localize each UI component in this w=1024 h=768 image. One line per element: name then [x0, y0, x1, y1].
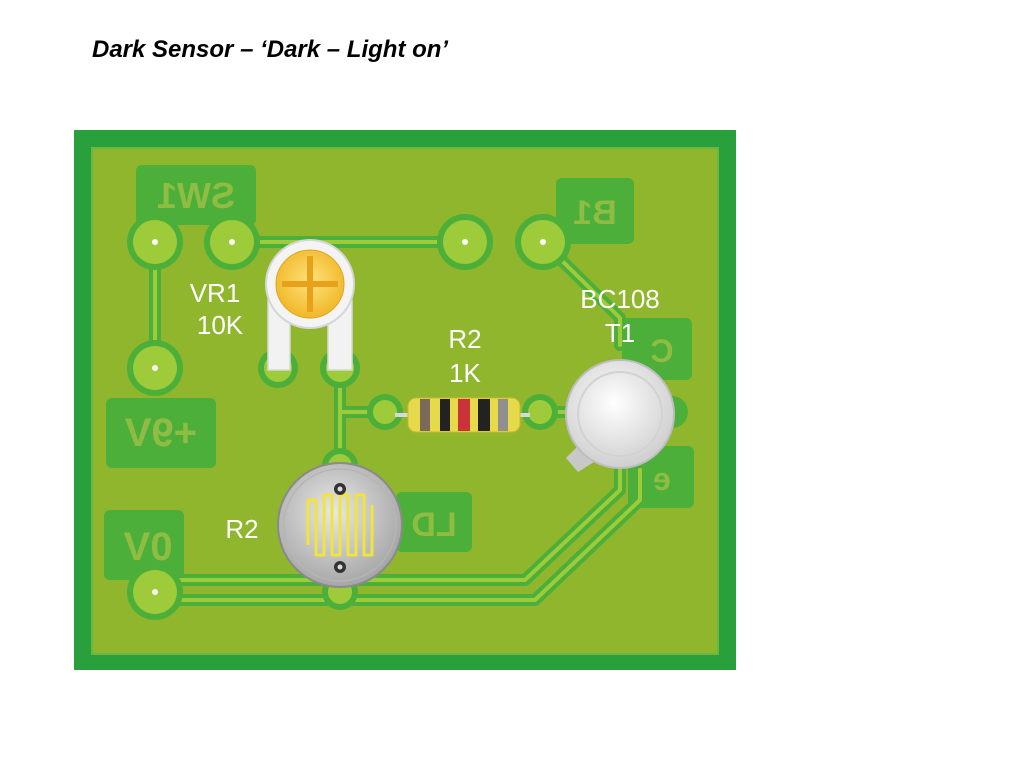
transistor-icon	[565, 359, 675, 472]
pad-label-9v: +9V	[125, 411, 198, 455]
component-labels: VR1 10K R2 1K BC108 T1 R2	[190, 278, 660, 544]
pad	[437, 214, 493, 270]
ldr-ref-label: R2	[225, 514, 258, 544]
pad-label-ld: LD	[411, 506, 456, 544]
pad-label-0v: 0V	[123, 525, 172, 569]
light-dependent-resistor-icon	[277, 462, 403, 588]
pad	[367, 394, 403, 430]
page-title: Dark Sensor – ‘Dark – Light on’	[92, 36, 449, 63]
transistor-part-label: BC108	[580, 284, 660, 314]
vr1-ref-label: VR1	[190, 278, 241, 308]
vr1-value-label: 10K	[197, 310, 244, 340]
resistor-value-label: 1K	[449, 358, 481, 388]
pad-label-e: e	[653, 461, 671, 497]
resistor-ref-label: R2	[448, 324, 481, 354]
mirrored-pad-labels: SW1 B1 +9V 0V LD C e	[123, 175, 673, 569]
resistor-icon	[395, 397, 530, 433]
pad-label-sw1: SW1	[157, 175, 235, 216]
pad	[127, 214, 183, 270]
pad	[127, 340, 183, 396]
trimmer-potentiometer-icon	[265, 239, 355, 371]
pad-label-c: C	[650, 333, 673, 369]
pad	[515, 214, 571, 270]
pad	[127, 564, 183, 620]
pad-label-b1: B1	[573, 194, 616, 232]
pad	[522, 394, 558, 430]
copper-label-pads	[104, 165, 694, 580]
transistor-ref-label: T1	[605, 318, 635, 348]
pad	[204, 214, 260, 270]
